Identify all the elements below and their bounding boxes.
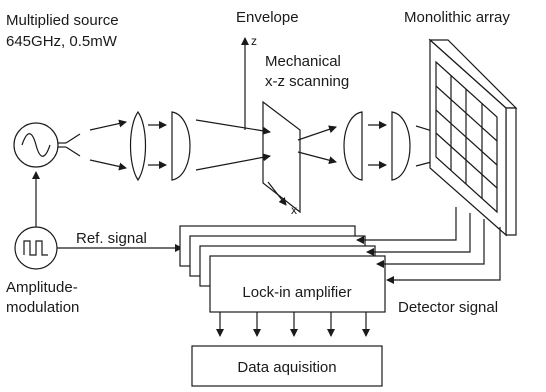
detector-signal-label: Detector signal bbox=[398, 299, 498, 316]
source-label-line1: Multiplied source bbox=[6, 12, 119, 29]
modulation-label-line1: Amplitude- bbox=[6, 279, 78, 296]
beam-source bbox=[89, 119, 127, 171]
source-symbol bbox=[13, 122, 59, 168]
plano-convex-lens-1 bbox=[171, 111, 191, 181]
lock-in-stack bbox=[179, 225, 386, 313]
envelope-label: Envelope bbox=[236, 9, 299, 26]
data-acquisition-label: Data aquisition bbox=[237, 359, 336, 376]
x-axis-label: x bbox=[291, 203, 297, 217]
horn-antenna bbox=[58, 133, 81, 157]
lock-in-amplifier bbox=[209, 255, 386, 313]
lock-in-label: Lock-in amplifier bbox=[242, 284, 351, 301]
source-label-line2: 645GHz, 0.5mW bbox=[6, 33, 118, 50]
z-axis-label: z bbox=[251, 34, 257, 48]
data-acquisition-box bbox=[191, 345, 383, 387]
square-wave-icon bbox=[23, 240, 48, 256]
beam-to-sample bbox=[195, 119, 271, 171]
ref-signal-label: Ref. signal bbox=[76, 230, 147, 247]
modulator-symbol bbox=[14, 226, 58, 270]
plano-convex-lens-3 bbox=[391, 111, 411, 181]
sine-wave-icon bbox=[21, 133, 51, 157]
sample-envelope bbox=[262, 100, 301, 214]
scan-label-line2: x-z scanning bbox=[265, 73, 349, 90]
modulation-label-line2: modulation bbox=[6, 299, 79, 316]
scan-label-line1: Mechanical bbox=[265, 53, 341, 70]
plano-convex-lens-2 bbox=[343, 111, 363, 181]
biconvex-lens bbox=[129, 110, 147, 182]
beam-after-sample bbox=[297, 125, 337, 165]
monolithic-array bbox=[428, 38, 518, 237]
daq-arrows bbox=[216, 312, 370, 337]
detector-signal-lines bbox=[356, 207, 501, 284]
array-label: Monolithic array bbox=[404, 9, 510, 26]
x-axis bbox=[267, 181, 287, 206]
